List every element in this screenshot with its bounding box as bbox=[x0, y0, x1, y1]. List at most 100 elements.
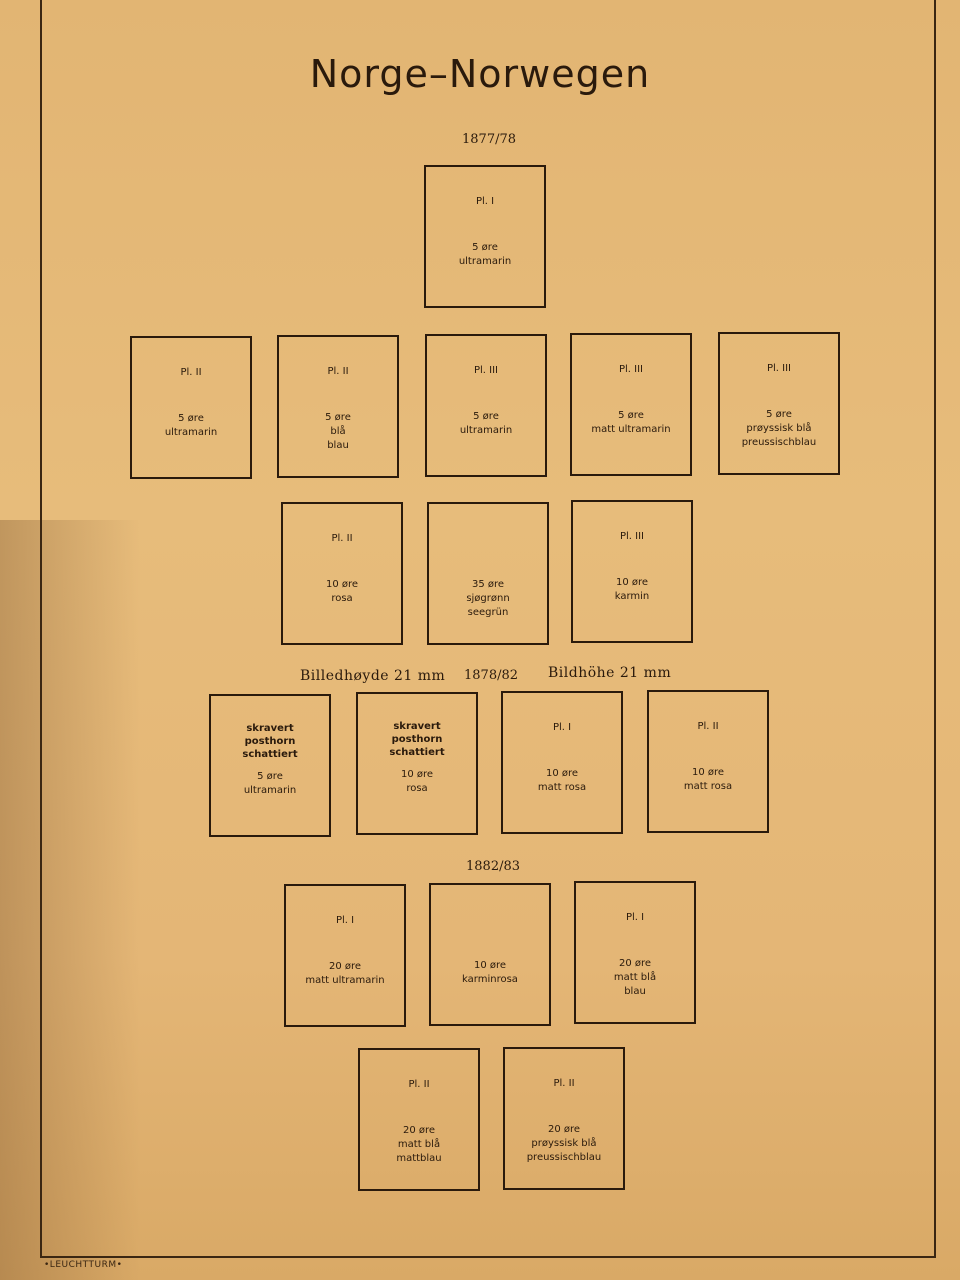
plate-label: Pl. I bbox=[503, 721, 621, 735]
description-line: preussischblau bbox=[741, 437, 817, 448]
stamp-box[interactable]: Pl. III 5 øre prøyssisk blå preussischblau bbox=[718, 332, 840, 475]
stamp-box[interactable]: Pl. II 10 øre rosa bbox=[281, 502, 403, 645]
stamp-box[interactable]: Pl. I 5 øre ultramarin bbox=[424, 165, 546, 308]
description-line: blau bbox=[327, 440, 349, 451]
description-line: 5 øre bbox=[618, 410, 644, 421]
description-line: ultramarin bbox=[459, 425, 513, 436]
stamp-box[interactable]: Pl. III 5 øre matt ultramarin bbox=[570, 333, 692, 476]
label-line: posthorn bbox=[244, 736, 296, 747]
label-line: Pl. III bbox=[618, 364, 643, 375]
stamp-description: 10 øre rosa bbox=[283, 578, 401, 606]
section-heading-1877-78: 1877/78 bbox=[462, 132, 517, 147]
description-line: seegrün bbox=[467, 607, 509, 618]
album-page bbox=[40, 0, 936, 1258]
stamp-description: 10 øre karmin bbox=[573, 576, 691, 604]
description-line: matt blå bbox=[613, 972, 657, 983]
plate-label: Pl. I bbox=[426, 195, 544, 209]
description-line: 10 øre bbox=[400, 769, 434, 780]
description-line: sjøgrønn bbox=[466, 593, 510, 604]
description-line: 5 øre bbox=[766, 409, 792, 420]
description-line: 10 øre bbox=[615, 577, 649, 588]
description-line: karminrosa bbox=[462, 974, 518, 985]
label-line: Pl. II bbox=[180, 367, 202, 378]
caption-image-height-de: Bildhöhe 21 mm bbox=[548, 665, 672, 681]
stamp-box[interactable]: Pl. II 5 øre blå blau bbox=[277, 335, 399, 478]
description-line: ultramarin bbox=[458, 256, 512, 267]
stamp-description: 5 øre ultramarin bbox=[132, 412, 250, 440]
section-heading-1882-83: 1882/83 bbox=[466, 859, 521, 874]
description-line: 5 øre bbox=[472, 242, 498, 253]
plate-label: Pl. II bbox=[649, 720, 767, 734]
label-line: Pl. II bbox=[408, 1079, 430, 1090]
description-line: ultramarin bbox=[243, 785, 297, 796]
label-line: Pl. II bbox=[697, 721, 719, 732]
description-line: 10 øre bbox=[545, 768, 579, 779]
plate-label: Pl. II bbox=[283, 532, 401, 546]
description-line: 5 øre bbox=[473, 411, 499, 422]
description-line: blau bbox=[624, 986, 646, 997]
label-line: schattiert bbox=[389, 747, 445, 758]
stamp-box[interactable]: Pl. I 10 øre matt rosa bbox=[501, 691, 623, 834]
description-line: karmin bbox=[614, 591, 650, 602]
description-line: 20 øre bbox=[547, 1124, 581, 1135]
description-line: prøyssisk blå bbox=[746, 423, 812, 434]
section-heading-1878-82: 1878/82 bbox=[464, 668, 519, 683]
label-line: Pl. III bbox=[619, 531, 644, 542]
label-line: Pl. II bbox=[327, 366, 349, 377]
description-line: 5 øre bbox=[325, 412, 351, 423]
label-line: Pl. I bbox=[475, 196, 495, 207]
plate-label: Pl. II bbox=[360, 1078, 478, 1092]
description-line: ultramarin bbox=[164, 427, 218, 438]
description-line: rosa bbox=[331, 593, 353, 604]
description-line: matt rosa bbox=[683, 781, 733, 792]
stamp-description: 5 øre matt ultramarin bbox=[572, 409, 690, 437]
label-line: schattiert bbox=[242, 749, 298, 760]
plate-label: Pl. III bbox=[427, 364, 545, 378]
brand-mark: •LEUCHTTURM• bbox=[44, 1260, 123, 1270]
plate-label: Pl. II bbox=[132, 366, 250, 380]
plate-label: Pl. II bbox=[505, 1077, 623, 1091]
description-line: prøyssisk blå bbox=[531, 1138, 597, 1149]
caption-image-height-no: Billedhøyde 21 mm bbox=[300, 668, 446, 684]
description-line: blå bbox=[330, 426, 346, 437]
label-line: Pl. II bbox=[331, 533, 353, 544]
description-line: matt ultramarin bbox=[591, 424, 671, 435]
description-line: 35 øre bbox=[471, 579, 505, 590]
plate-label: Pl. II bbox=[279, 365, 397, 379]
label-line: Pl. III bbox=[473, 365, 498, 376]
label-line: posthorn bbox=[391, 734, 443, 745]
plate-label: Pl. III bbox=[720, 362, 838, 376]
stamp-description: 5 øre blå blau bbox=[279, 411, 397, 453]
plate-label: Pl. III bbox=[572, 363, 690, 377]
page-shadow bbox=[0, 520, 140, 1280]
page-title: Norge–Norwegen bbox=[309, 52, 651, 96]
plate-label: Pl. III bbox=[573, 530, 691, 544]
description-line: 5 øre bbox=[178, 413, 204, 424]
description-line: 10 øre bbox=[325, 579, 359, 590]
stamp-box[interactable]: 35 øre sjøgrønn seegrün bbox=[427, 502, 549, 645]
label-line: Pl. I bbox=[335, 915, 355, 926]
stamp-box[interactable]: Pl. III 10 øre karmin bbox=[571, 500, 693, 643]
description-line: matt rosa bbox=[537, 782, 587, 793]
description-line: preussischblau bbox=[526, 1152, 602, 1163]
stamp-box[interactable]: Pl. II 20 øre prøyssisk blå preussischblau bbox=[503, 1047, 625, 1190]
stamp-box[interactable]: Pl. II 5 øre ultramarin bbox=[130, 336, 252, 479]
stamp-box[interactable]: Pl. III 5 øre ultramarin bbox=[425, 334, 547, 477]
description-line: matt ultramarin bbox=[305, 975, 385, 986]
description-line: 5 øre bbox=[257, 771, 283, 782]
description-line: matt blå bbox=[397, 1139, 441, 1150]
stamp-description: 5 øre ultramarin bbox=[427, 410, 545, 438]
